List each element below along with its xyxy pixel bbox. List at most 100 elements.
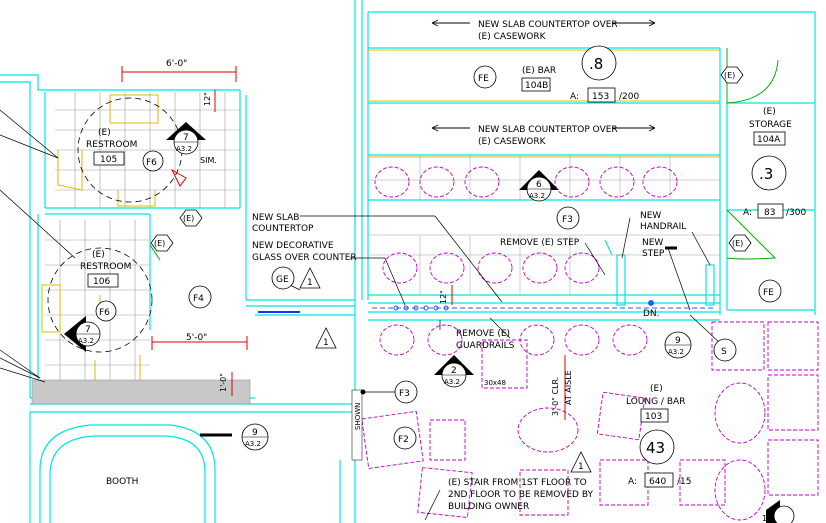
- tag-f3-lounge: F3: [399, 389, 410, 399]
- note-new-slab-b: COUNTERTOP: [252, 224, 314, 234]
- section-9a-num: 9: [675, 336, 681, 346]
- storage-area: 83: [764, 208, 775, 218]
- section-7a-sheet: A3.2: [176, 145, 192, 153]
- room-106-e: (E): [92, 250, 105, 260]
- hex-tag-e-1: (E): [183, 214, 194, 223]
- room-105-tag: F6: [146, 158, 157, 168]
- lounge-num: 103: [645, 412, 662, 422]
- note-slab-2: NEW SLAB COUNTERTOP OVER: [478, 125, 618, 135]
- dim-clr-b: AT AISLE: [564, 370, 573, 405]
- delta-1-c: 1: [578, 462, 584, 472]
- note-vertical: SHOWN: [354, 403, 362, 430]
- section-marker-6: 6 A3.2: [519, 170, 559, 202]
- section-marker-1: 1: [762, 500, 795, 523]
- section-7b-sheet: A3.2: [78, 337, 94, 345]
- tag-f2: F2: [398, 435, 409, 445]
- stair-strip: [351, 389, 363, 461]
- note-new-step-a: NEW: [642, 238, 663, 248]
- section-marker-7b: 7 A3.2: [64, 316, 101, 352]
- section-marker-9a: 9 A3.2: [664, 331, 692, 359]
- countertop-lines: [368, 49, 720, 158]
- note-guardrails-a: REMOVE (E): [456, 329, 510, 339]
- storage-e: (E): [763, 107, 776, 117]
- note-handrail-a: NEW: [640, 211, 661, 221]
- hex-tag-e-4: (E): [732, 239, 743, 248]
- dim-clr-a: 3'-0" CLR.: [551, 377, 560, 416]
- dim-top: 6'-0": [166, 59, 187, 69]
- restroom-105-tile-grid: [55, 92, 240, 208]
- note-glass-b: GLASS OVER COUNTER: [252, 253, 357, 263]
- lounge-name: LOUNG / BAR: [626, 397, 685, 407]
- leader-dot: [360, 389, 366, 395]
- note-new-step-b: STEP: [642, 249, 665, 259]
- delta-1-b: 1: [323, 338, 329, 348]
- dim-mid: 5'-0": [186, 333, 207, 343]
- room-storage: (E) STORAGE 104A .3 A: 83 /300 FE: [743, 107, 806, 303]
- section-9b-num: 9: [252, 428, 258, 438]
- furniture: [361, 166, 819, 521]
- floor-strip: [31, 379, 251, 405]
- section-1-num: 1: [762, 514, 767, 523]
- notes: NEW SLAB COUNTERTOP OVER (E) CASEWORK NE…: [106, 20, 686, 512]
- leader-lines: [0, 109, 723, 521]
- note-new-slab-a: NEW SLAB: [252, 213, 299, 223]
- storage-name: STORAGE: [749, 120, 792, 130]
- tag-ge: GE: [276, 275, 289, 285]
- note-slab-1: NEW SLAB COUNTERTOP OVER: [478, 20, 618, 30]
- section-2-num: 2: [451, 366, 457, 376]
- note-sim: SIM.: [200, 156, 217, 165]
- room-bar: FE (E) BAR 104B .8 A: 153 /200: [473, 45, 639, 103]
- room-restroom-106: (E) RESTROOM 106 F6: [80, 250, 131, 322]
- dim-1-0: 1'-0": [219, 373, 228, 392]
- section-9b-sheet: A3.2: [245, 440, 261, 448]
- lounge-e: (E): [650, 384, 663, 394]
- section-7b-num: 7: [85, 325, 91, 335]
- lounge-area-prefix: A:: [628, 477, 637, 487]
- section-6-num: 6: [536, 180, 542, 190]
- glass-markers: [372, 300, 715, 311]
- bar-area-prefix: A:: [570, 92, 579, 102]
- note-stair-b: 2ND FLOOR TO BE REMOVED BY: [448, 490, 594, 500]
- room-106-num: 106: [93, 277, 110, 287]
- tag-f3-counter: F3: [562, 215, 573, 225]
- lounge-area-suffix: /15: [677, 477, 691, 487]
- note-handrail-b: HANDRAIL: [640, 222, 686, 232]
- circle-tags: F3 F4 F3 F2 GE S: [188, 206, 737, 450]
- dimensions: [121, 66, 566, 420]
- hex-tag-e-2: (E): [154, 239, 165, 248]
- storage-tag: FE: [763, 288, 774, 298]
- bar-area: 153: [592, 92, 609, 102]
- storage-area-prefix: A:: [743, 208, 752, 218]
- dim-12-top: 12": [203, 92, 212, 106]
- storage-num: 104A: [757, 135, 781, 145]
- storage-occ: .3: [759, 165, 773, 183]
- room-lounge: (E) LOUNG / BAR 103 43 A: 640 /15: [626, 384, 691, 488]
- note-30x48: 30x48: [484, 379, 506, 387]
- room-105-e: (E): [98, 128, 111, 138]
- tag-f4: F4: [193, 294, 204, 304]
- lounge-occ: 43: [646, 439, 665, 457]
- note-glass-a: NEW DECORATIVE: [252, 241, 334, 251]
- room-restroom-105: (E) RESTROOM 105 F6: [86, 128, 164, 172]
- note-remove-step: REMOVE (E) STEP: [500, 238, 580, 248]
- bar-tag: FE: [478, 74, 489, 84]
- section-marker-7a: 7 A3.2: [166, 122, 206, 155]
- dim-12-counter: 12": [439, 290, 448, 304]
- storage-area-suffix: /300: [786, 208, 806, 218]
- section-marker-9b: 9 A3.2: [241, 423, 269, 451]
- bar-e: (E) BAR: [522, 66, 556, 76]
- delta-tags: 1 1 1: [299, 267, 592, 473]
- section-9a-sheet: A3.2: [668, 348, 684, 356]
- section-marker-2: 2 A3.2: [434, 355, 474, 388]
- bar-num: 104B: [525, 81, 548, 91]
- delta-1-a: 1: [307, 278, 313, 288]
- note-slab-1b: (E) CASEWORK: [478, 32, 547, 42]
- section-6-sheet: A3.2: [529, 192, 545, 200]
- note-dn: DN.: [643, 309, 660, 319]
- room-105-num: 105: [100, 155, 117, 165]
- room-106-name: RESTROOM: [80, 262, 131, 272]
- tag-s: S: [721, 347, 727, 357]
- booth-label: BOOTH: [106, 477, 138, 487]
